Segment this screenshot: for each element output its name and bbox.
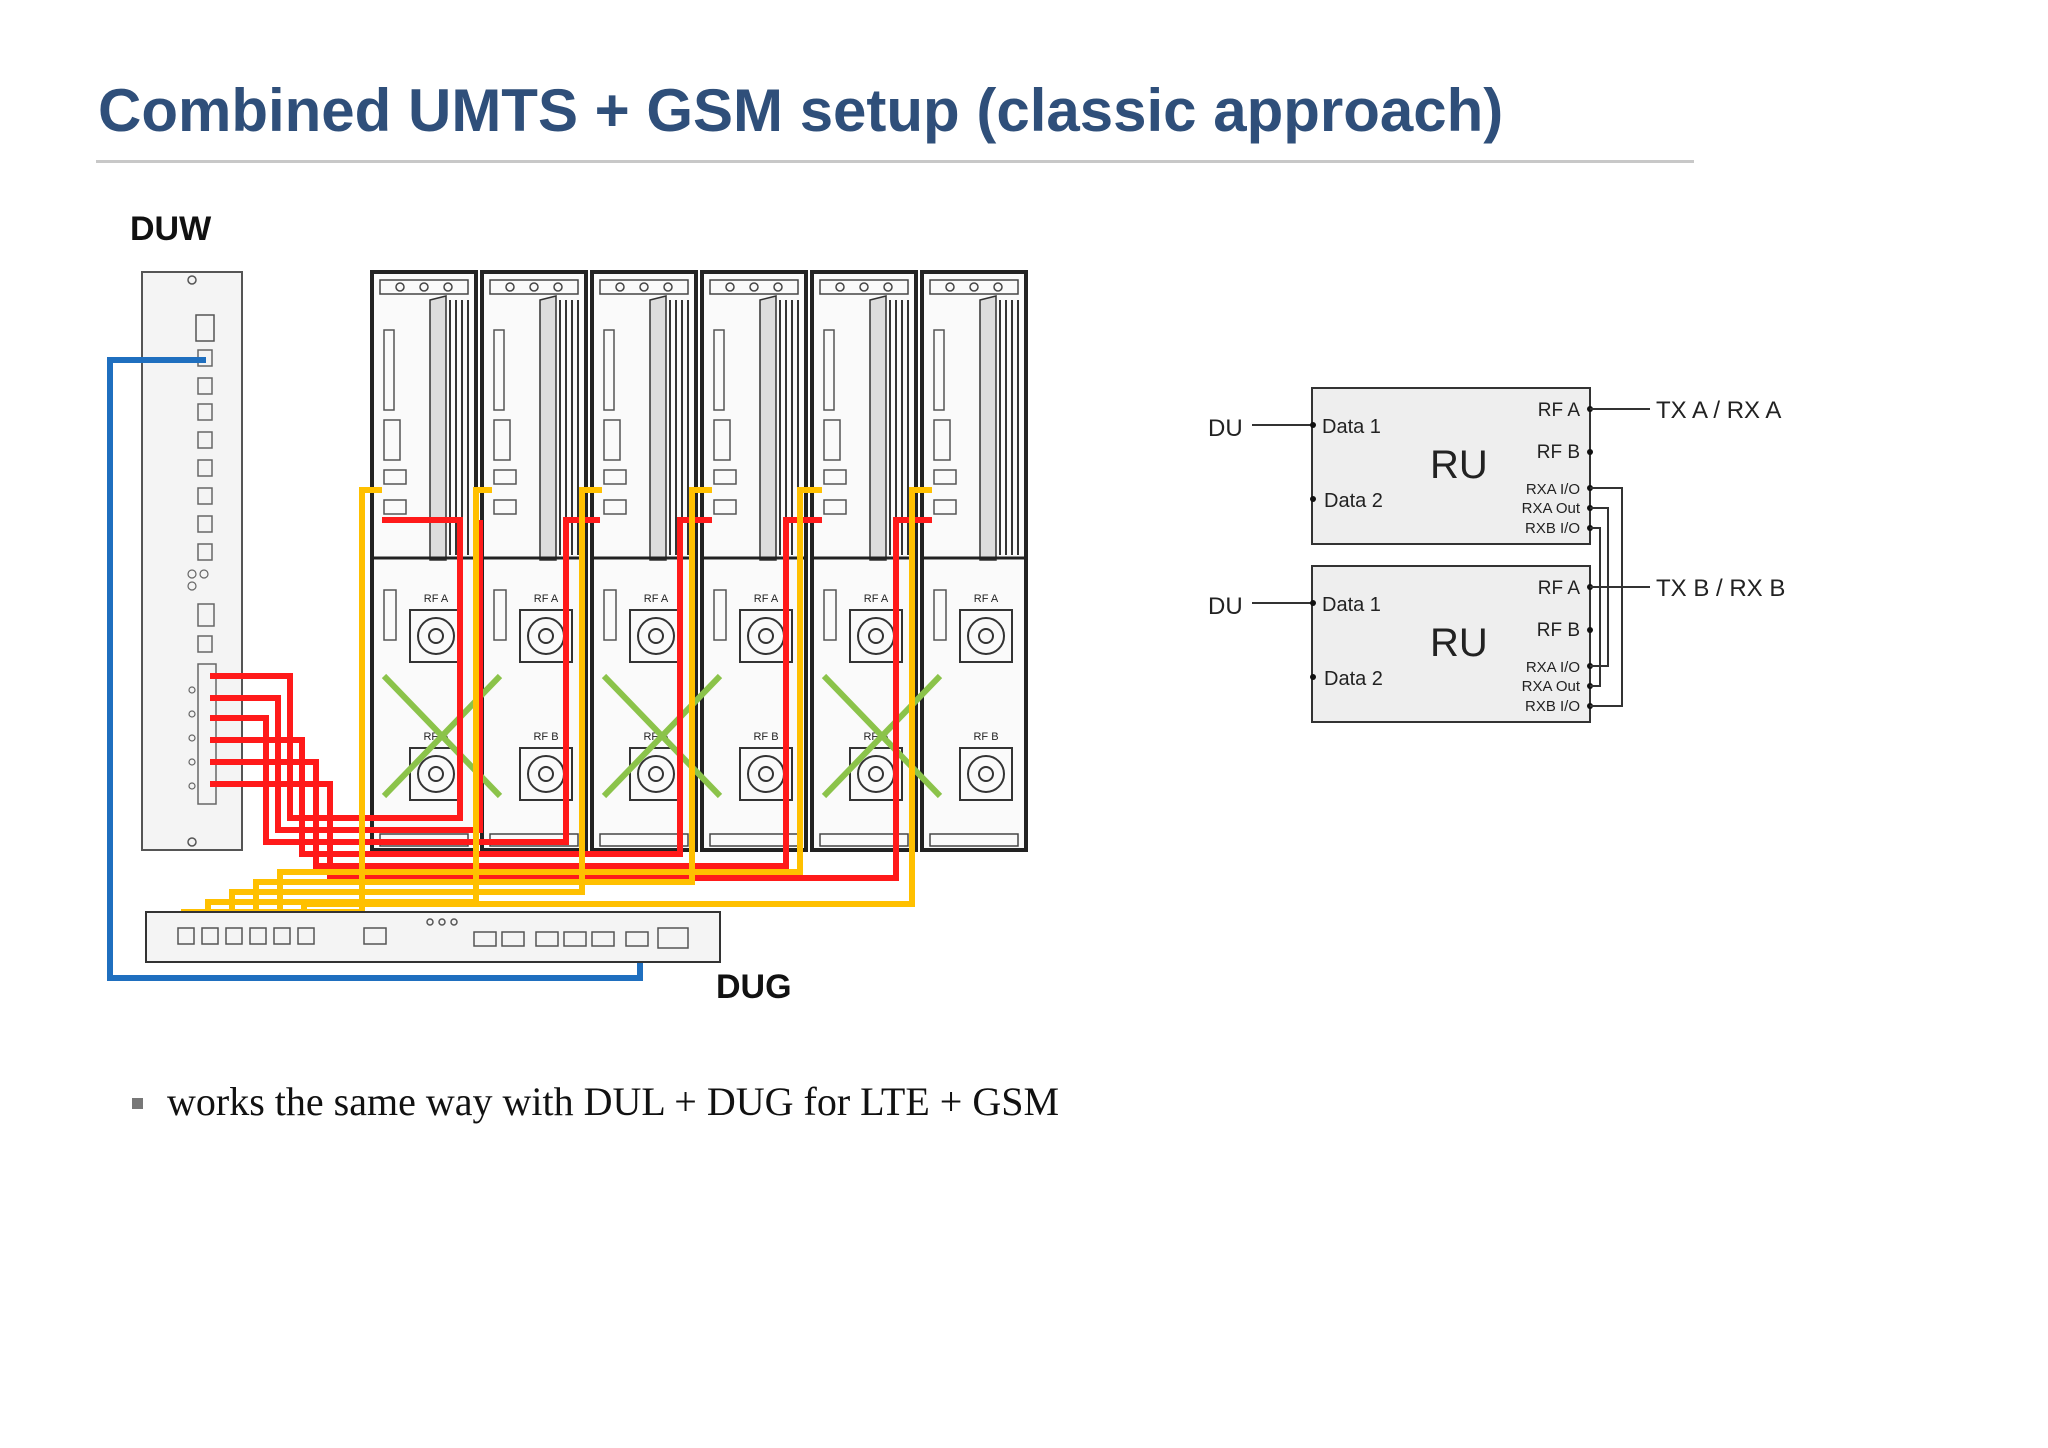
ru-block-2: DU Data 1 Data 2 RU RF A RF B RXA I/O RX…: [1208, 565, 1785, 723]
bullet-square-icon: [132, 1098, 143, 1109]
bullet-text: works the same way with DUL + DUG for LT…: [167, 1079, 1060, 1124]
duw-label: DUW: [130, 210, 212, 248]
ru-name: RU: [1430, 443, 1488, 487]
du-label: DU: [1208, 593, 1243, 620]
port-rxa-out: RXA Out: [1522, 500, 1581, 517]
red-cables: [210, 517, 932, 881]
du-label: DU: [1208, 415, 1243, 442]
ru-name: RU: [1430, 621, 1488, 665]
port-data-2: Data 2: [1324, 668, 1383, 690]
port-rf-a: RF A: [1538, 578, 1581, 599]
ru-block-1: DU Data 1 Data 2 RU RF A RF B RXA I/O RX…: [1208, 387, 1781, 545]
port-rxb-io: RXB I/O: [1525, 698, 1580, 715]
port-rxa-io: RXA I/O: [1526, 659, 1580, 676]
port-rf-b: RF B: [1537, 620, 1580, 641]
antenna-label: TX B / RX B: [1656, 575, 1785, 602]
antenna-label: TX A / RX A: [1656, 397, 1781, 424]
rx-interconnects: [1590, 487, 1623, 707]
port-data-1: Data 1: [1322, 594, 1381, 616]
port-rxb-io: RXB I/O: [1525, 520, 1580, 537]
port-rf-a: RF A: [1538, 400, 1581, 421]
svg-text:RF A: RF A: [424, 593, 449, 605]
dug-label: DUG: [716, 968, 792, 1006]
port-rxa-out: RXA Out: [1522, 678, 1581, 695]
ru-block-diagram: DU Data 1 Data 2 RU RF A RF B RXA I/O RX…: [1208, 387, 1785, 723]
bullet-item: works the same way with DUL + DUG for LT…: [132, 1078, 1059, 1125]
port-data-2: Data 2: [1324, 490, 1383, 512]
slide-title: Combined UMTS + GSM setup (classic appro…: [98, 77, 1504, 144]
port-rf-b: RF B: [1537, 442, 1580, 463]
port-rxa-io: RXA I/O: [1526, 481, 1580, 498]
rack-diagram: DUW: [107, 210, 1028, 1006]
port-data-1: Data 1: [1322, 416, 1381, 438]
blue-gps-cable: [107, 357, 643, 981]
duw-unit: [141, 271, 243, 851]
title-divider: [96, 160, 1694, 163]
dug-unit: [145, 911, 721, 963]
